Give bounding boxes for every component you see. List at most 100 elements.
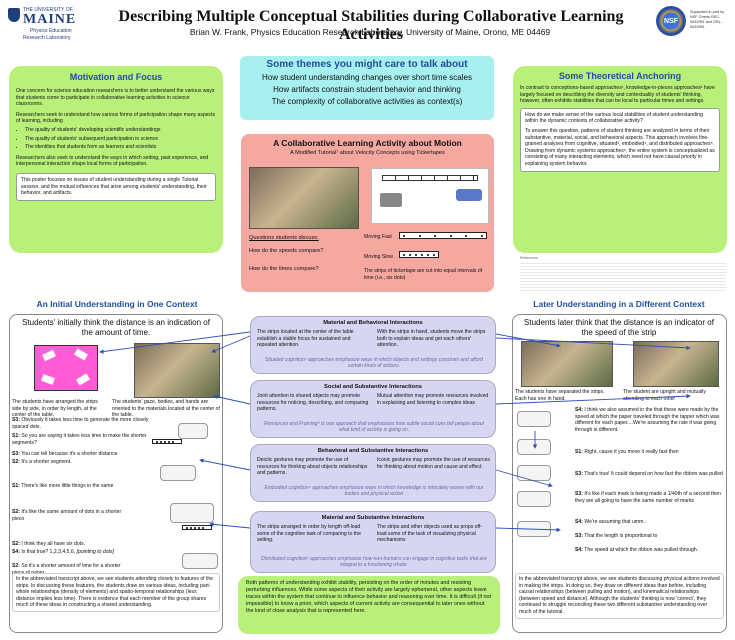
interaction-left: The strips arranged in order by length o… — [257, 524, 361, 544]
strip-shape — [74, 348, 88, 361]
theory-question: How do we make sense of the various loca… — [525, 111, 703, 125]
question-1: How do the speeds compare? — [249, 248, 324, 254]
motivation-p2: Researchers seek to understand how vario… — [16, 111, 216, 125]
left-heading: An Initial Understanding in One Context — [36, 299, 198, 309]
interaction-note: Resources and Framing⁸ is one approach t… — [264, 421, 484, 433]
utterance: It's a shorter segment. — [21, 459, 72, 465]
speaker: S1: — [575, 449, 583, 455]
conclusion-box: Both patterns of understanding exhibit s… — [238, 576, 500, 634]
left-transcript-line: S2: So it's a shorter amount of time for… — [12, 563, 122, 576]
activity-subtitle: A Modified Tutorial⁷ about Velocity Conc… — [290, 150, 445, 156]
conclusion-text: Both patterns of understanding exhibit s… — [246, 580, 492, 615]
speaker: S2: — [12, 459, 20, 465]
activity-caption: The strips of tickertape are cut into eq… — [364, 268, 483, 281]
left-transcript-line: S1: So you are saying it takes less time… — [12, 433, 154, 446]
left-transcript-line: S3: Obviously it takes less time to gene… — [12, 417, 154, 430]
theory-p2: To answer this question, patterns of stu… — [525, 128, 715, 168]
utterance: We're assuming that umm.. — [584, 519, 647, 525]
utterance: Is that true? 1,2,3,4,5,6, — [21, 549, 76, 555]
utterance: I think we also assumed in the that thes… — [575, 407, 720, 433]
nsf-logo-icon: NSF — [656, 6, 686, 36]
motivation-bullet-3: The identities that students form as lea… — [25, 144, 216, 151]
gesture-sketch-icon — [517, 491, 551, 507]
right-transcript-line: S3: That the length is proportional to — [575, 533, 725, 540]
interaction-note: Situated cognition³ approaches emphasize… — [265, 357, 483, 369]
right-claim: Students later think that the distance i… — [524, 318, 714, 337]
nsf-text: NSF — [664, 17, 678, 25]
utterance: Obviously it takes less time to generate… — [12, 417, 149, 430]
right-caption-1: The students have separated the strips. … — [515, 389, 605, 402]
activity-title: A Collaborative Learning Activity about … — [273, 138, 462, 148]
theory-box: Some Theoretical Anchoring In contrast t… — [513, 66, 727, 253]
right-transcript-line: S4: I think we also assumed in the that … — [575, 407, 725, 433]
motivation-bullet-1: The quality of students' developing scie… — [25, 127, 216, 134]
poster-title: Describing Multiple Conceptual Stabiliti… — [118, 8, 624, 43]
themes-title: Some themes you might care to talk about — [266, 59, 468, 70]
references-block: References — [520, 256, 726, 293]
question-2: How do the times compare? — [249, 266, 319, 272]
strip-shape — [41, 374, 55, 385]
gesture-strip-icon — [182, 525, 212, 530]
logo-univ-text: THE UNIVERSITY OF — [23, 7, 73, 13]
left-transcript-line: S2: I think they all have six dots. — [12, 541, 154, 548]
utterance: It's like the same amount of dots in a s… — [12, 509, 122, 522]
motivation-bullet-2: The quality of students' subsequent part… — [25, 136, 216, 143]
speaker: S2: — [12, 509, 20, 515]
speaker: S4: — [12, 549, 20, 555]
references-label: References — [520, 256, 538, 260]
gesture-sketch-icon — [178, 423, 208, 439]
utterance: Right, cause if you move it really fast … — [584, 449, 679, 455]
poster-author: Brian W. Frank, Physics Education Resear… — [189, 27, 551, 37]
logo-sub1: Physics Education — [30, 28, 72, 34]
activity-box: A Collaborative Learning Activity about … — [241, 134, 494, 292]
gesture-sketch-icon — [170, 503, 214, 523]
utterance: I think they all have six dots. — [21, 541, 86, 547]
poster-focus-box: This poster focuses on issues of student… — [16, 173, 216, 201]
utterance: That the length is proportional to — [584, 533, 658, 539]
right-summary: In the abbreviated transcript above, we … — [515, 573, 724, 619]
speaker: S3: — [575, 471, 583, 477]
slow-label: Moving Slow — [364, 254, 393, 260]
interaction-title: Material and Substantive Interactions — [321, 515, 425, 521]
motivation-title: Motivation and Focus — [69, 72, 163, 82]
theory-p1: In contrast to conceptions-based approac… — [520, 85, 715, 105]
logo-sub2: Research Laboratory — [23, 35, 71, 41]
utterance: So you are saying it takes less time to … — [12, 433, 147, 446]
references-lines — [520, 261, 726, 291]
theory-title: Some Theoretical Anchoring — [558, 71, 682, 81]
activity-photo — [249, 167, 359, 229]
utterance: So it's a shorter amount of time for a s… — [12, 563, 121, 576]
gesture-sketch-icon — [517, 465, 551, 481]
interaction-title: Behavioral and Substantive Interactions — [317, 448, 429, 454]
motivation-box: Motivation and Focus One concern for sci… — [9, 66, 223, 253]
utterance: The speed at which the ribbon was pulled… — [584, 547, 699, 553]
tickertape-strip — [382, 175, 478, 181]
gesture-sketch-icon — [517, 521, 551, 537]
left-summary: In the abbreviated transcript above, we … — [12, 573, 220, 613]
interaction-note: Distributed cognition⁵ approaches emphas… — [261, 556, 487, 568]
interaction-left: The strips located at the center of the … — [257, 329, 354, 349]
gesture-sketch-icon — [182, 553, 218, 569]
right-heading: Later Understanding in a Different Conte… — [533, 299, 705, 309]
speaker: S3: — [575, 491, 583, 497]
speaker: S1: — [12, 483, 20, 489]
fast-label: Moving Fast — [364, 234, 392, 240]
speaker: S4: — [575, 547, 583, 553]
right-photo-1 — [521, 341, 613, 387]
themes-box: Some themes you might care to talk about… — [240, 56, 494, 120]
univ-logo: THE UNIVERSITY OF MAINE Physics Educatio… — [8, 6, 90, 50]
speaker: S3: — [575, 533, 583, 539]
left-photo — [134, 343, 220, 398]
timer-icon — [380, 193, 402, 207]
left-transcript-line: S4: Is that true? 1,2,3,4,5,6, [pointing… — [12, 549, 172, 556]
gesture-sketch-icon — [517, 439, 551, 455]
tickertape-drawing — [371, 168, 489, 224]
left-transcript-line: S3: You can tell because it's a shorter … — [12, 451, 154, 458]
interaction-right: The strips and other objects used as pro… — [377, 524, 482, 544]
speaker: S3: — [12, 417, 20, 423]
motivation-p1: One concern for science education resear… — [16, 88, 215, 108]
interaction-right: Iconic gestures may promote the use of r… — [377, 457, 490, 470]
right-transcript-line: S4: The speed at which the ribbon was pu… — [575, 547, 725, 554]
right-column-box: Students later think that the distance i… — [512, 314, 727, 633]
interaction-left: Deictic gestures may promote the use of … — [257, 457, 368, 477]
